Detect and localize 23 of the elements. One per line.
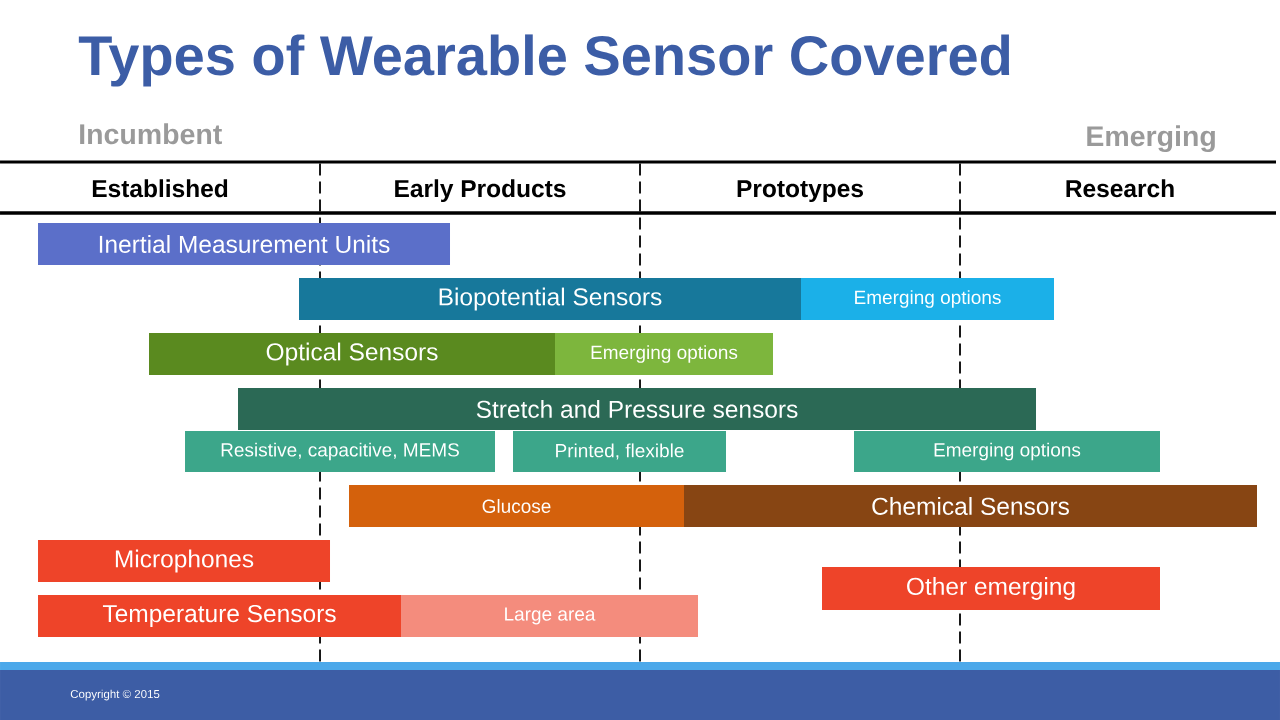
timeline-bar: Temperature Sensors — [38, 595, 401, 637]
column-header: Research — [1066, 179, 1174, 198]
timeline-bar: Large area — [401, 595, 698, 637]
column-header: Prototypes — [737, 180, 863, 203]
timeline-bar: Chemical Sensors — [684, 485, 1257, 527]
scale-end-label: Incumbent — [80, 123, 222, 145]
timeline-bar: Optical Sensors — [149, 333, 555, 375]
timeline-bar: Resistive, capacitive, MEMS — [185, 431, 495, 472]
timeline-bar: Biopotential Sensors — [299, 278, 801, 320]
timeline-bar: Glucose — [349, 485, 684, 527]
timeline-bar: Microphones — [38, 540, 330, 582]
scale-end-label: Emerging — [1087, 125, 1215, 153]
copyright-note: Copyright © 2015 — [70, 689, 160, 701]
timeline-bar: Inertial Measurement Units — [38, 223, 450, 265]
timeline-bar: Emerging options — [801, 278, 1054, 320]
timeline-bar: Emerging options — [854, 431, 1160, 472]
timeline-bar: Emerging options — [555, 333, 773, 375]
timeline-bar: Printed, flexible — [513, 431, 726, 472]
column-header: Established — [92, 179, 228, 198]
timeline-bar: Stretch and Pressure sensors — [238, 388, 1036, 430]
timeline-bar: Other emerging — [822, 567, 1160, 610]
title: Types of Wearable Sensor Covered — [78, 34, 1010, 87]
column-header: Early Products — [395, 179, 566, 203]
